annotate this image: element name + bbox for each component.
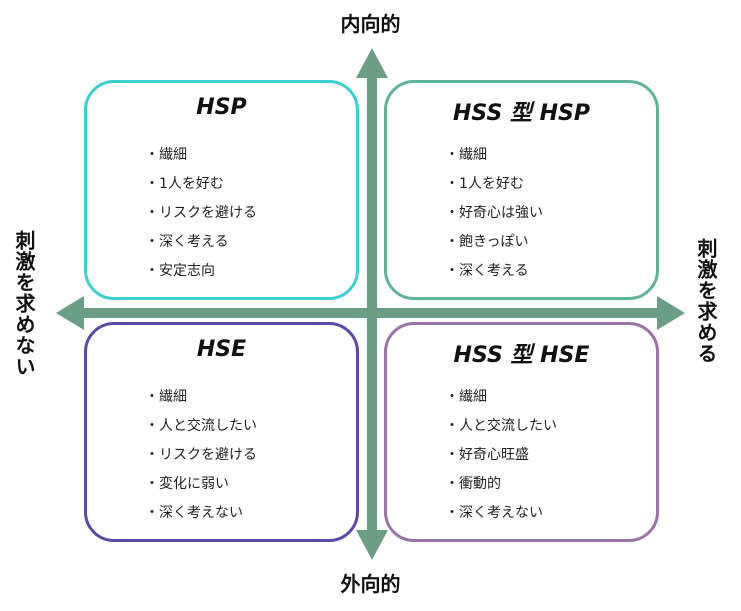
trait-item: ・深く考えない <box>145 505 243 521</box>
quadrant-title: HSS 型 HSP <box>452 101 591 126</box>
trait-list: ・繊細 ・人と交流したい ・好奇心旺盛 ・衝動的 ・深く考えない <box>445 383 557 528</box>
trait-item: ・1人を好む <box>445 176 524 192</box>
axis-label-left: 刺激を求めない <box>12 230 36 377</box>
trait-item: ・安定志向 <box>145 263 215 279</box>
trait-item: ・1人を好む <box>145 176 224 192</box>
axis-label-bottom: 外向的 <box>340 572 401 596</box>
trait-list: ・繊細 ・人と交流したい ・リスクを避ける ・変化に弱い ・深く考えない <box>145 383 257 528</box>
trait-item: ・人と交流したい <box>145 418 257 434</box>
quadrant-hss-hsp: HSS 型 HSP ・繊細 ・1人を好む ・好奇心は強い ・飽きっぽい ・深く考… <box>384 80 659 300</box>
axis-label-right: 刺激を求める <box>694 238 718 364</box>
right-arrowhead-icon <box>657 296 685 330</box>
trait-item: ・衝動的 <box>445 476 501 492</box>
vertical-axis-shaft <box>367 62 377 548</box>
trait-item: ・リスクを避ける <box>145 205 257 221</box>
trait-item: ・繊細 <box>145 147 187 163</box>
trait-item: ・変化に弱い <box>145 476 229 492</box>
trait-item: ・繊細 <box>145 389 187 405</box>
quadrant-hss-hse: HSS 型 HSE ・繊細 ・人と交流したい ・好奇心旺盛 ・衝動的 ・深く考え… <box>384 322 659 542</box>
trait-item: ・好奇心旺盛 <box>445 447 529 463</box>
left-arrowhead-icon <box>56 296 84 330</box>
trait-item: ・深く考える <box>445 263 529 279</box>
quadrant-title: HSE <box>196 337 247 362</box>
axis-label-top: 内向的 <box>340 12 401 36</box>
trait-list: ・繊細 ・1人を好む ・リスクを避ける ・深く考える ・安定志向 <box>145 141 257 286</box>
trait-item: ・リスクを避ける <box>145 447 257 463</box>
trait-item: ・深く考える <box>145 234 229 250</box>
quadrant-title: HSP <box>196 95 247 120</box>
trait-item: ・飽きっぽい <box>445 234 529 250</box>
down-arrowhead-icon <box>356 530 388 560</box>
up-arrowhead-icon <box>356 48 388 78</box>
trait-item: ・繊細 <box>445 389 487 405</box>
quadrant-hse: HSE ・繊細 ・人と交流したい ・リスクを避ける ・変化に弱い ・深く考えない <box>84 322 359 542</box>
trait-item: ・人と交流したい <box>445 418 557 434</box>
trait-item: ・深く考えない <box>445 505 543 521</box>
quadrant-title: HSS 型 HSE <box>453 343 590 368</box>
trait-list: ・繊細 ・1人を好む ・好奇心は強い ・飽きっぽい ・深く考える <box>445 141 543 286</box>
trait-item: ・好奇心は強い <box>445 205 543 221</box>
trait-item: ・繊細 <box>445 147 487 163</box>
quadrant-hsp: HSP ・繊細 ・1人を好む ・リスクを避ける ・深く考える ・安定志向 <box>84 80 359 300</box>
